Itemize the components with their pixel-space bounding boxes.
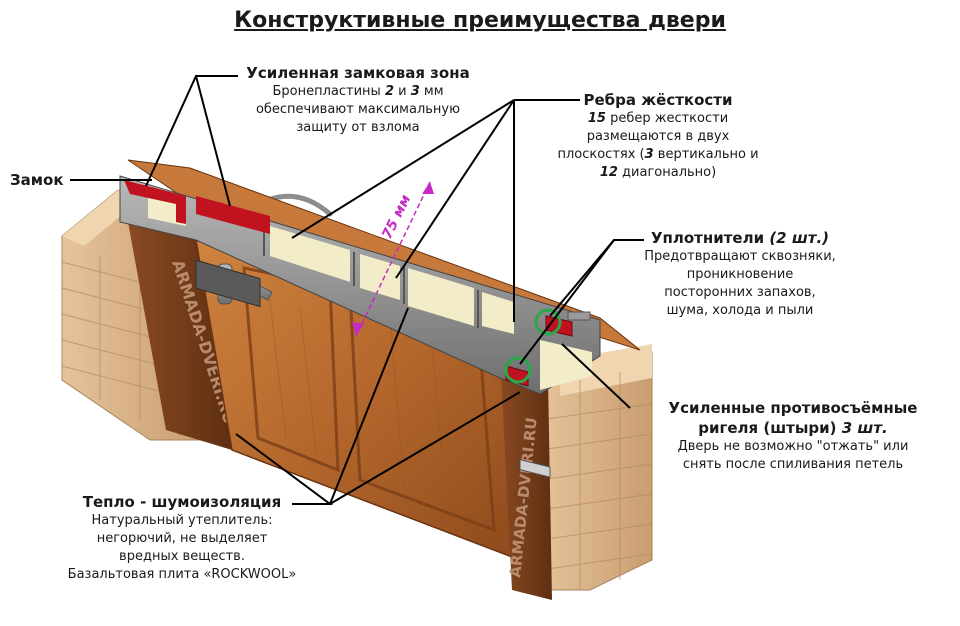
- callout-insulation: Тепло - шумоизоляция Натуральный утеплит…: [62, 492, 302, 584]
- lock-body: [195, 259, 261, 308]
- callout-seals: Уплотнители (2 шт.) Предотвращают сквозн…: [634, 228, 846, 320]
- callout-ribs-line4: 12 диагонально): [599, 165, 717, 180]
- callout-lock-zone-heading: Усиленная замковая зона: [246, 64, 470, 82]
- callout-bolts: Усиленные противосъёмные ригеля (штыри) …: [640, 398, 946, 474]
- insulation-cell: [482, 292, 514, 334]
- bolt-pin: [567, 311, 591, 321]
- callout-bolts-line1: Дверь не возможно "отжать" или: [677, 439, 909, 454]
- callout-insulation-line1: Натуральный утеплитель:: [91, 513, 273, 528]
- callout-seals-line4: шума, холода и пыли: [666, 303, 814, 318]
- callout-lock-zone-line2: обеспечивают максимальную: [255, 102, 461, 117]
- callout-ribs-line2: размещаются в двух: [586, 129, 730, 144]
- callout-ribs: Ребра жёсткости 15 ребер жесткости разме…: [548, 90, 768, 182]
- callout-insulation-heading: Тепло - шумоизоляция: [82, 493, 282, 511]
- callout-seals-line3: посторонних запахов,: [664, 285, 816, 300]
- callout-lock-zone-line3: защиту от взлома: [296, 120, 420, 135]
- callout-bolts-heading2: ригеля (штыри) 3 шт.: [698, 419, 888, 437]
- callout-bolts-heading1: Усиленные противосъёмные: [668, 399, 918, 417]
- callout-ribs-heading: Ребра жёсткости: [583, 91, 733, 109]
- callout-ribs-line3: плоскостях (3 вертикально и: [557, 147, 759, 162]
- armor-plate: [196, 196, 270, 234]
- right-frame-jamb: ARMADA-DVERI.RU: [500, 356, 552, 600]
- bolt-pin: [519, 459, 551, 478]
- thickness-label: 75 мм: [379, 192, 414, 241]
- insulation-cell: [408, 268, 474, 326]
- insulation-cell: [270, 226, 350, 282]
- insulation-cell: [540, 340, 592, 390]
- callout-seals-line2: проникновение: [686, 267, 794, 282]
- page-title: Конструктивные преимущества двери: [234, 8, 726, 33]
- callout-seals-heading: Уплотнители (2 шт.): [650, 229, 830, 247]
- door-cross-section: [119, 175, 601, 478]
- callout-insulation-line3: вредных веществ.: [119, 549, 245, 564]
- callout-lock-heading: Замок: [10, 171, 64, 189]
- callout-ribs-line1: 15 ребер жесткости: [587, 111, 729, 126]
- leader-lines: [70, 75, 644, 505]
- armor-plate: [124, 180, 186, 224]
- callout-lock-zone-line1: Бронепластины 2 и 3 мм: [272, 84, 444, 99]
- callout-lock-zone: Усиленная замковая зона Бронепластины 2 …: [222, 63, 494, 137]
- callout-bolts-line2: снять после спиливания петель: [682, 457, 904, 472]
- callout-insulation-line4: Базальтовая плита «ROCKWOOL»: [67, 567, 297, 582]
- callout-insulation-line2: негорючий, не выделяет: [96, 531, 268, 546]
- callout-seals-line1: Предотвращают сквозняки,: [644, 249, 836, 264]
- seal-ring-icon: [504, 308, 562, 384]
